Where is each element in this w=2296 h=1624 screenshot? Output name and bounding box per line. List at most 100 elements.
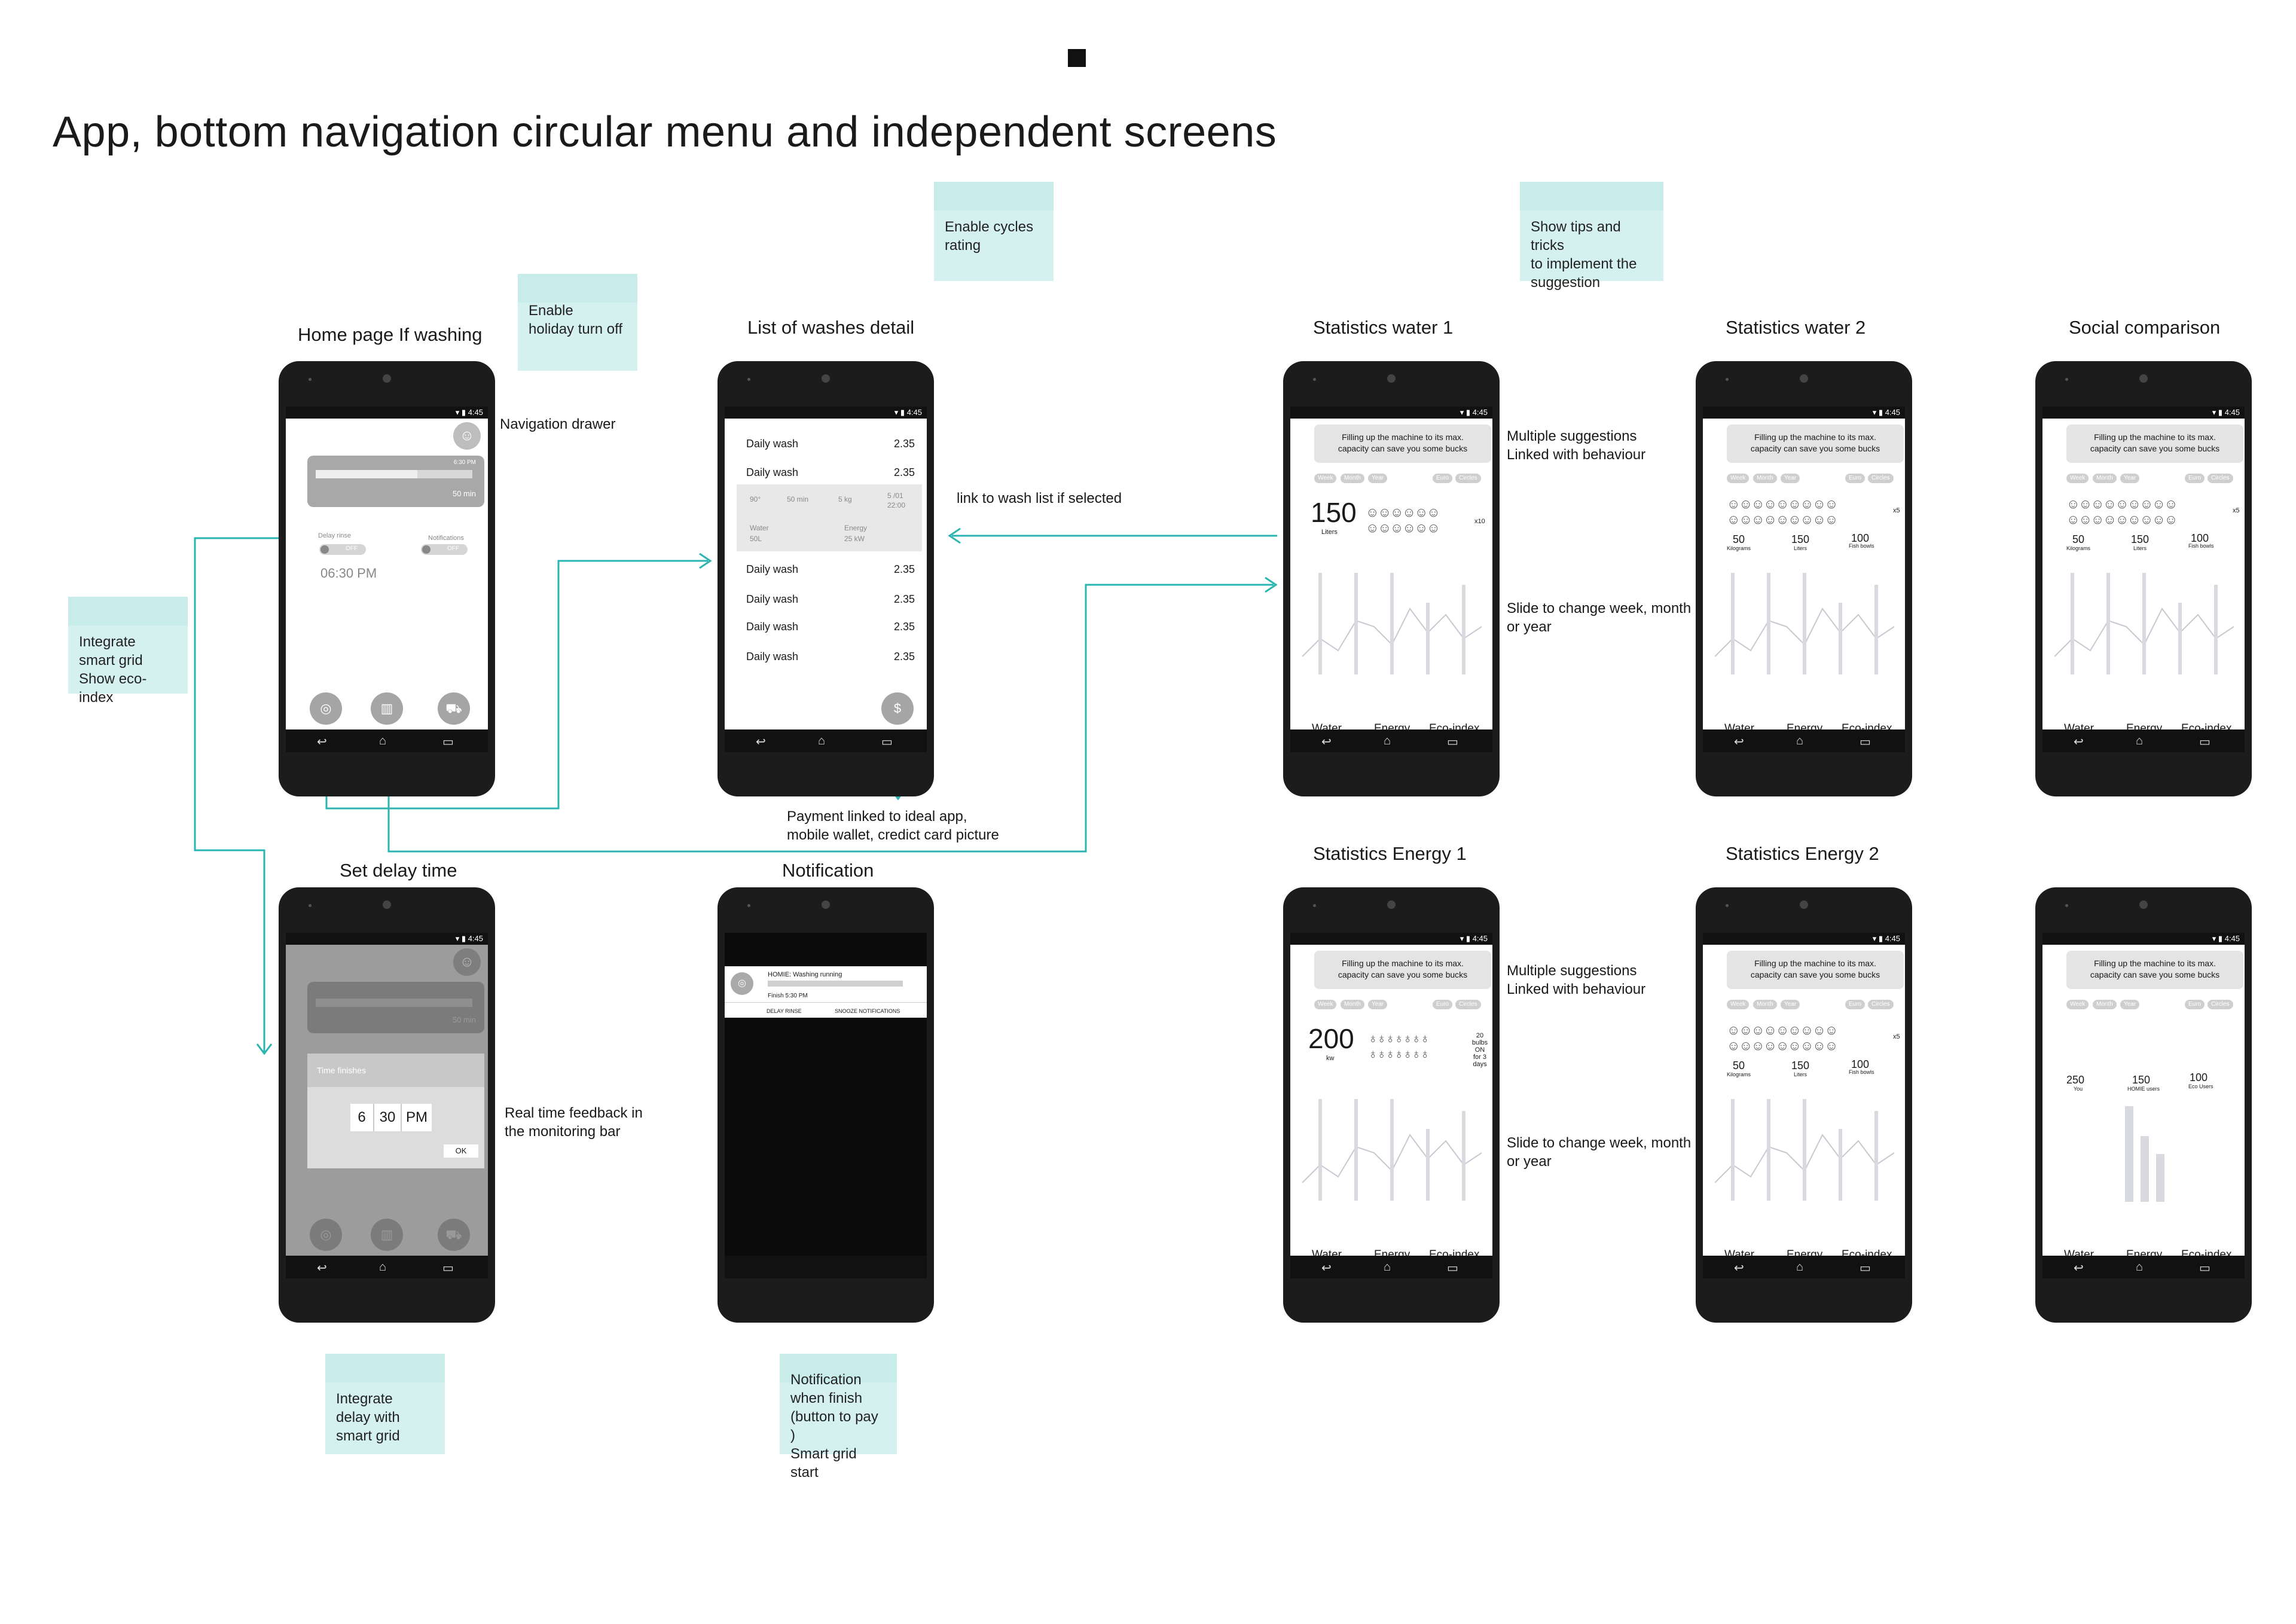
wifi-icon: ▾ ▮ <box>1872 408 1883 417</box>
android-navbar: ↩ ⌂ ▭ <box>1290 729 1492 752</box>
back-icon[interactable]: ↩ <box>1734 1262 1744 1275</box>
snooze-button[interactable]: SNOOZE NOTIFICATIONS <box>835 1008 900 1014</box>
energy1-screen: ▾ ▮ 4:45 Filling up the machine to its m… <box>1290 933 1492 1278</box>
back-icon[interactable]: ↩ <box>1321 735 1332 749</box>
arrowhead-delay <box>256 1043 273 1055</box>
ok-button[interactable]: OK <box>444 1144 478 1158</box>
back-icon[interactable]: ↩ <box>2074 1262 2084 1275</box>
arrowhead-water <box>1265 576 1278 593</box>
back-icon[interactable]: ↩ <box>1734 735 1744 749</box>
recents-icon[interactable]: ▭ <box>1447 735 1458 749</box>
recents-icon[interactable]: ▭ <box>1860 1262 1871 1275</box>
android-navbar: ↩ ⌂ ▭ <box>2042 1256 2245 1278</box>
home-icon[interactable]: ⌂ <box>818 734 826 747</box>
social-bar-chart <box>2125 1106 2164 1202</box>
android-navbar: ↩ ⌂ ▭ <box>2042 729 2245 752</box>
anno-multi-sugg-bottom: Multiple suggestions Linked with behavio… <box>1507 963 1646 997</box>
energy-line-chart <box>1302 1099 1482 1201</box>
anno-realtime: Real time feedback in the monitoring bar <box>505 1105 643 1140</box>
home-icon[interactable]: ⌂ <box>379 734 387 747</box>
suggestion-card[interactable]: Filling up the machine to its max.capaci… <box>1727 951 1904 989</box>
delay-rinse-button[interactable]: DELAY RINSE <box>767 1008 802 1014</box>
wifi-icon: ▾ ▮ <box>1460 934 1471 943</box>
suggestion-card[interactable]: Filling up the machine to its max.capaci… <box>2066 951 2243 989</box>
recents-icon[interactable]: ▭ <box>881 735 893 749</box>
home-screen: ▾ ▮ 4:45 ☺ 6:30 PM 50 min Delay rinse No… <box>286 407 488 752</box>
phone-social: ▾ ▮ 4:45 Filling up the machine to its m… <box>2035 361 2252 796</box>
suggestion-card[interactable]: Filling up the machine to its max.capaci… <box>1314 951 1491 989</box>
sticky-enable-holiday: Enable holiday turn off <box>518 274 637 371</box>
statistics-button[interactable]: ▥ <box>371 692 403 725</box>
avatar-icon[interactable]: ☺ <box>453 422 481 450</box>
home-icon[interactable]: ⌂ <box>2136 1260 2144 1274</box>
progress-fill <box>316 470 417 478</box>
suggestion-card[interactable]: Filling up the machine to its max.capaci… <box>2066 425 2243 463</box>
label-energy1: Statistics Energy 1 <box>1313 843 1467 864</box>
recents-icon[interactable]: ▭ <box>2199 735 2210 749</box>
progress-bar <box>768 981 903 987</box>
wash-button[interactable]: ◎ <box>310 692 342 725</box>
back-icon[interactable]: ↩ <box>2074 735 2084 749</box>
anno-multi-sugg-top: Multiple suggestions Linked with behavio… <box>1507 428 1646 463</box>
fishbowl-icons: ☺☺☺☺☺☺☺☺☺☺☺☺☺☺☺☺☺☺ <box>2066 496 2178 527</box>
water2-screen: ▾ ▮ 4:45 Filling up the machine to its m… <box>1703 407 1905 752</box>
recents-icon[interactable]: ▭ <box>442 735 454 749</box>
status-bar: ▾ ▮ 4:45 <box>2042 407 2245 419</box>
energy-line-chart <box>1715 1099 1895 1201</box>
home-icon[interactable]: ⌂ <box>1796 734 1804 747</box>
suggestion-card[interactable]: Filling up the machine to its max.capaci… <box>1314 425 1491 463</box>
recents-icon[interactable]: ▭ <box>1447 1262 1458 1275</box>
phone-water2: ▾ ▮ 4:45 Filling up the machine to its m… <box>1696 361 1912 796</box>
water-line-chart <box>1715 573 1895 674</box>
pay-button[interactable]: $ <box>881 692 914 725</box>
corner-marker <box>1068 49 1086 67</box>
sticky-notification-finish: Notification when finish (button to pay … <box>780 1354 897 1480</box>
cart-button[interactable]: ⛟ <box>438 692 470 725</box>
recents-icon[interactable]: ▭ <box>2199 1262 2210 1275</box>
android-navbar <box>725 1256 927 1278</box>
status-bar: ▾ ▮ 4:45 <box>1703 933 1905 945</box>
washer-icon: ◎ <box>320 1227 332 1242</box>
back-icon[interactable]: ↩ <box>317 1262 327 1275</box>
washing-progress-card[interactable]: 6:30 PM 50 min <box>307 456 484 507</box>
anno-slide-bottom: Slide to change week, month or year <box>1507 1135 1692 1170</box>
delay-rinse-toggle[interactable]: OFF <box>319 544 366 555</box>
avatar-icon[interactable]: ☺ <box>453 948 481 976</box>
label-notification: Notification <box>782 860 874 881</box>
speaker <box>309 378 312 381</box>
wifi-icon: ▾ ▮ <box>1460 408 1471 417</box>
home-icon[interactable]: ⌂ <box>1384 1260 1391 1274</box>
notification-card[interactable]: ◎ HOMIE: Washing running Finish 5:30 PM … <box>725 966 927 1018</box>
status-bar: ▾ ▮ 4:45 <box>286 933 488 945</box>
connector-stats-to-statswater <box>387 584 1274 853</box>
notifications-toggle[interactable]: OFF <box>421 544 468 555</box>
back-icon[interactable]: ↩ <box>756 735 766 749</box>
phone-social-comparison: ▾ ▮ 4:45 Filling up the machine to its m… <box>2035 887 2252 1323</box>
home-icon[interactable]: ⌂ <box>379 1260 387 1274</box>
wifi-icon: ▾ ▮ <box>894 408 905 417</box>
back-icon[interactable]: ↩ <box>317 735 327 749</box>
suggestion-card[interactable]: Filling up the machine to its max.capaci… <box>1727 425 1904 463</box>
home-icon[interactable]: ⌂ <box>1796 1260 1804 1274</box>
recents-icon[interactable]: ▭ <box>442 1262 454 1275</box>
dollar-icon: $ <box>893 701 902 716</box>
android-navbar: ↩ ⌂ ▭ <box>725 729 927 752</box>
back-icon[interactable]: ↩ <box>1321 1262 1332 1275</box>
cart-button: ⛟ <box>438 1219 470 1251</box>
label-social: Social comparison <box>2069 317 2221 338</box>
sticky-enable-cycles: Enable cycles rating <box>934 182 1054 281</box>
home-icon[interactable]: ⌂ <box>1384 734 1391 747</box>
recents-icon[interactable]: ▭ <box>1860 735 1871 749</box>
home-icon[interactable]: ⌂ <box>2136 734 2144 747</box>
